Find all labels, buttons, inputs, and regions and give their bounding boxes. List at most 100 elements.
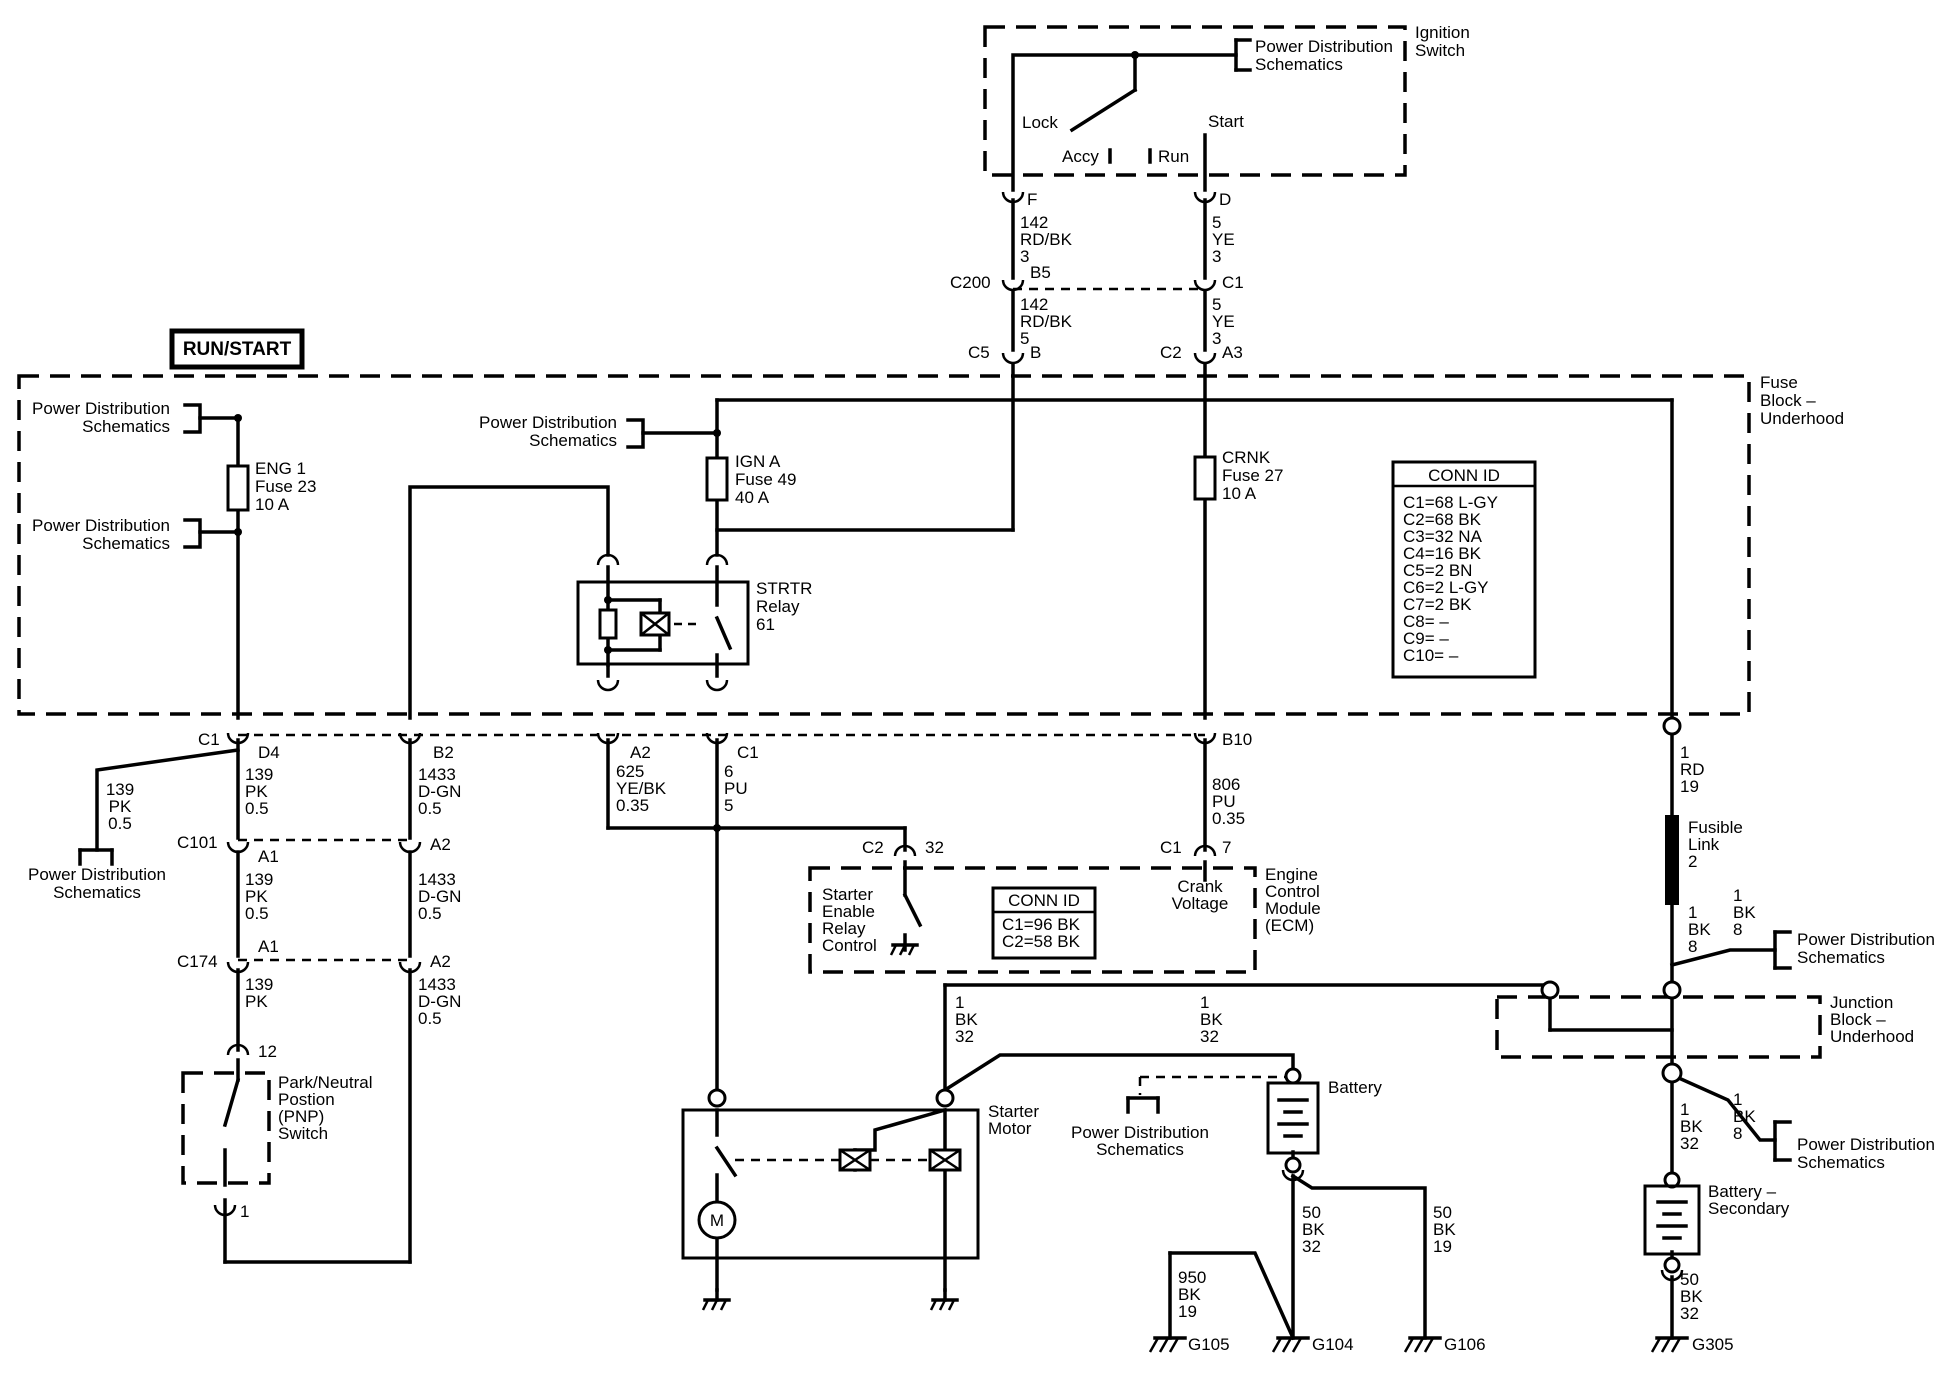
g106-label: G106 — [1444, 1335, 1486, 1354]
starter-motor-box — [681, 1108, 980, 1260]
pnp-switch-boundary — [181, 1071, 271, 1185]
splice-dots — [234, 51, 1139, 832]
g105-label: G105 — [1188, 1335, 1230, 1354]
start-label: Start — [1208, 112, 1244, 131]
c174-label: C174 — [177, 952, 218, 971]
c2-top-label: C2 — [1160, 343, 1182, 362]
ecm-7-label: 7 — [1222, 838, 1231, 857]
c200-label: C200 — [950, 273, 991, 292]
ignition-d-terminal — [1193, 191, 1217, 204]
accy-label: Accy — [1062, 147, 1099, 166]
ecm-boundary — [808, 866, 1257, 974]
ecm-c1-label: C1 — [1160, 838, 1182, 857]
crnk-fuse-27 — [1193, 455, 1217, 501]
ignition-switch-boundary — [983, 25, 1407, 177]
b10-label: B10 — [1222, 730, 1252, 749]
battery-symbol — [1266, 1081, 1320, 1155]
ecm-32-label: 32 — [925, 838, 944, 857]
ground-symbols — [701, 943, 1689, 1353]
component-boundaries — [17, 25, 1822, 1185]
ecm-c2-label: C2 — [862, 838, 884, 857]
c5-label: C5 — [968, 343, 990, 362]
conn-id-title: CONN ID — [1428, 466, 1500, 485]
c101-label: C101 — [177, 833, 218, 852]
fuse-block-boundary — [17, 374, 1751, 716]
motor-m-label: M — [710, 1211, 724, 1230]
conn-id-table — [1391, 460, 1537, 679]
ign-a-fuse-49 — [705, 456, 729, 502]
run-label: Run — [1158, 147, 1189, 166]
ecm-conn-id-table — [991, 886, 1097, 960]
ecm-conn-id-title: CONN ID — [1008, 891, 1080, 910]
relay-coil — [598, 608, 618, 640]
pin-f-label: F — [1027, 190, 1037, 209]
battery-label: Battery — [1328, 1078, 1382, 1097]
b2-label: B2 — [433, 743, 454, 762]
pds-brackets — [183, 38, 1252, 549]
pin-d-label: D — [1219, 190, 1231, 209]
a2-relay-label: A2 — [630, 743, 651, 762]
c101-a2-label: A2 — [430, 835, 451, 854]
g305-label: G305 — [1692, 1335, 1734, 1354]
g104-label: G104 — [1312, 1335, 1354, 1354]
conn-id-rows: C1=68 L-GY C2=68 BK C3=32 NA C4=16 BK C5… — [1403, 493, 1502, 665]
c101-a1-label: A1 — [258, 847, 279, 866]
c5-b-label: B — [1030, 343, 1041, 362]
fusible-link — [1665, 815, 1679, 905]
eng1-fuse-23 — [226, 464, 250, 512]
connector-terminals — [213, 191, 1684, 1282]
ignition-f-terminal — [1001, 191, 1025, 204]
junction-block-boundary — [1495, 995, 1822, 1059]
c174-a1-label: A1 — [258, 937, 279, 956]
c200-b5-label: B5 — [1030, 263, 1051, 282]
pin-12-label: 12 — [258, 1042, 277, 1061]
c2-a3-label: A3 — [1222, 343, 1243, 362]
strtr-relay-box — [576, 580, 750, 666]
lock-label: Lock — [1022, 113, 1058, 132]
c1-relay-label: C1 — [737, 743, 759, 762]
run-start-label: RUN/START — [183, 339, 292, 360]
battery-secondary-label: Battery –Secondary — [1708, 1182, 1790, 1218]
battery-secondary-symbol — [1643, 1184, 1701, 1256]
